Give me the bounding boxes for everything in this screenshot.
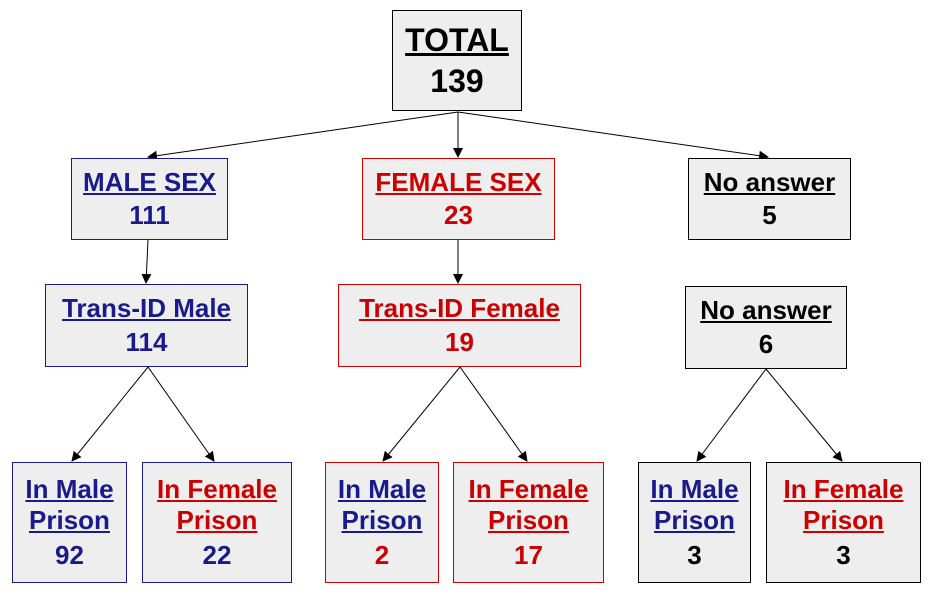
node-tm-male-prison-value: 92 — [55, 540, 84, 571]
node-no-answer-sex-label: No answer — [703, 166, 836, 197]
node-trans-id-male-label: Trans-ID Male — [61, 293, 232, 324]
node-no-answer-sex-value: 5 — [762, 200, 777, 230]
node-no-answer-sex: No answer 5 — [688, 158, 851, 240]
node-na-male-prison: In Male Prison 3 — [638, 462, 751, 583]
edge-na-to-male-prison — [696, 368, 767, 462]
edge-na-to-female-prison — [765, 368, 843, 462]
node-tf-male-prison-label-1: In Male — [337, 473, 427, 504]
edge-tf-to-male-prison — [382, 366, 461, 462]
node-na-male-prison-label-2: Prison — [654, 504, 735, 535]
node-tf-male-prison-label-2: Prison — [341, 504, 423, 535]
edge-male-sex-to-trans-id-male — [141, 239, 152, 284]
node-total-value: 139 — [430, 62, 484, 99]
node-na-female-prison: In Female Prison 3 — [766, 462, 921, 583]
node-trans-id-female: Trans-ID Female 19 — [338, 284, 581, 367]
node-female-sex-value: 23 — [444, 200, 473, 230]
node-na-female-prison-value: 3 — [836, 540, 851, 571]
node-tf-female-prison-label-1: In Female — [468, 473, 589, 504]
node-tf-male-prison-value: 2 — [374, 540, 390, 571]
node-tm-female-prison-value: 22 — [202, 540, 232, 571]
node-na-male-prison-value: 3 — [687, 540, 702, 571]
node-tm-male-prison-label-2: Prison — [29, 504, 110, 535]
node-female-sex-label: FEMALE SEX — [375, 166, 542, 197]
node-female-sex: FEMALE SEX 23 — [362, 158, 555, 240]
node-tf-male-prison: In Male Prison 2 — [325, 462, 439, 583]
node-no-answer-id: No answer 6 — [685, 286, 847, 369]
node-trans-id-female-label: Trans-ID Female — [359, 293, 560, 324]
edge-tf-to-female-prison — [459, 366, 528, 462]
node-tf-female-prison-value: 17 — [514, 540, 543, 571]
node-na-female-prison-label-1: In Female — [783, 473, 904, 504]
node-tm-male-prison-label-1: In Male — [25, 473, 114, 504]
edge-total-to-male-sex — [147, 111, 459, 161]
node-total-label: TOTAL — [405, 22, 509, 59]
node-male-sex: MALE SEX 111 — [71, 158, 228, 240]
edge-tm-to-male-prison — [71, 366, 149, 462]
node-trans-id-female-value: 19 — [445, 326, 474, 357]
node-trans-id-male-value: 114 — [125, 326, 168, 357]
node-tf-female-prison: In Female Prison 17 — [453, 462, 604, 583]
node-tm-male-prison: In Male Prison 92 — [12, 462, 127, 583]
node-tm-female-prison: In Female Prison 22 — [142, 462, 292, 583]
node-male-sex-label: MALE SEX — [83, 166, 216, 197]
node-na-male-prison-label-1: In Male — [650, 473, 739, 504]
node-total: TOTAL 139 — [392, 10, 522, 111]
node-male-sex-value: 111 — [129, 200, 170, 230]
edge-total-to-no-answer — [457, 111, 769, 161]
edge-tm-to-female-prison — [147, 366, 215, 462]
node-na-female-prison-label-2: Prison — [803, 504, 884, 535]
node-trans-id-male: Trans-ID Male 114 — [45, 284, 248, 367]
node-tm-female-prison-label-1: In Female — [157, 473, 277, 504]
node-no-answer-id-label: No answer — [700, 295, 832, 326]
node-no-answer-id-value: 6 — [758, 328, 774, 359]
node-tm-female-prison-label-2: Prison — [176, 504, 258, 535]
node-tf-female-prison-label-2: Prison — [488, 504, 569, 535]
